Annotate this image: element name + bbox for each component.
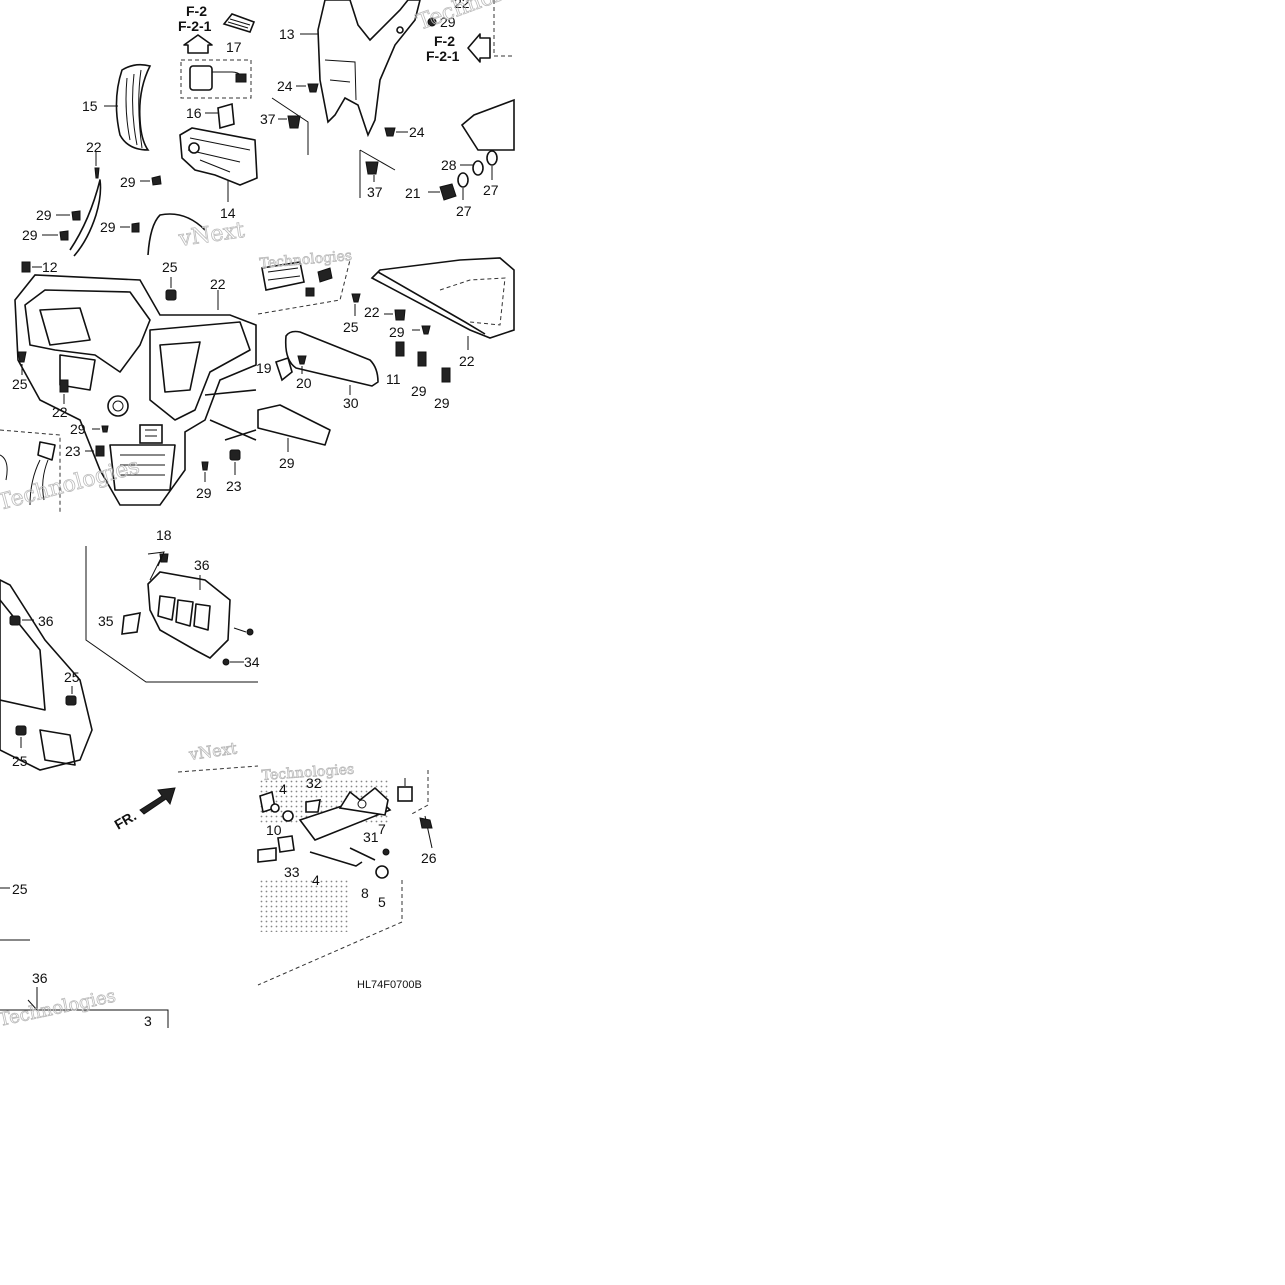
callout-12: 22	[210, 276, 226, 292]
callout-25: 36	[38, 613, 54, 629]
panel-partial	[460, 98, 515, 151]
ref-label-bottom: F-2-1	[426, 48, 460, 64]
callout-29: 23	[65, 443, 81, 459]
callout-22: 22	[454, 0, 470, 11]
callout-18: 29	[279, 455, 295, 471]
watermark-text: vNext	[187, 738, 239, 764]
callout-11: 30	[343, 395, 359, 411]
callout-25: 23	[226, 478, 242, 494]
callout-33: 26	[421, 850, 437, 866]
connector-detail-box	[180, 59, 252, 99]
housing-14	[179, 127, 258, 186]
callout-35: 36	[194, 557, 210, 573]
callout-29: 11	[386, 371, 401, 387]
watermark-text: Technologies	[414, 0, 559, 36]
callout-16: 16	[186, 105, 202, 121]
callout-10: 32	[306, 775, 322, 791]
watermark-text: vNext	[176, 218, 246, 252]
callout-30: 20	[296, 375, 312, 391]
tile-bottom-left: FR. vNext 25 36 3 Technologies	[0, 738, 259, 1031]
ref-label-bottom: F-2-1	[178, 18, 212, 34]
callout-29: 29	[36, 207, 52, 223]
callout-4: 3	[144, 1013, 152, 1029]
callout-22: 22	[86, 139, 102, 155]
callout-25: 12	[42, 259, 58, 275]
callout-6: 5	[378, 894, 386, 910]
switch-17	[222, 13, 256, 33]
reference-arrow-left: F-2 F-2-1	[426, 33, 491, 64]
callout-36: 18	[156, 527, 172, 543]
watermark-text: Technologies	[0, 986, 118, 1031]
callout-29: 29	[411, 383, 427, 399]
callout-28: 28	[441, 157, 457, 173]
reference-arrow-up: F-2 F-2-1	[178, 3, 213, 54]
callout-21: 21	[405, 185, 421, 201]
callout-22: 29	[389, 324, 405, 340]
diagram-code: HL74F0700B	[357, 979, 422, 991]
ref-label-top: F-2	[434, 33, 455, 49]
callout-14: 14	[220, 205, 236, 221]
front-arrow	[139, 787, 176, 815]
callout-29: 29	[120, 174, 136, 190]
tile-middle-right: 25 22 29 22 19 20 30 11 29 29 29 Technol…	[256, 248, 515, 471]
tile-upper-right: F-2 F-2-1 22 29 13 24 24 37 37 21 28 27 …	[260, 0, 559, 219]
pad-34	[121, 612, 141, 635]
vent-35	[147, 571, 231, 659]
callout-34: 35	[98, 613, 114, 629]
callout-36: 25	[12, 881, 28, 897]
callout-36: 34	[244, 654, 260, 670]
clip-16	[217, 102, 235, 130]
callout-29: 22	[364, 304, 380, 320]
callout-17: 17	[226, 39, 242, 55]
callout-22: 25	[12, 376, 28, 392]
callout-27: 27	[456, 203, 472, 219]
callout-25: 25	[12, 753, 28, 769]
callout-32: 4	[279, 781, 287, 797]
callout-29: 22	[52, 404, 68, 420]
tile-lower-left: 18 36 35 34 36 25 25	[0, 527, 260, 771]
callout-5: 8	[361, 885, 369, 901]
callout-8: 4	[312, 872, 320, 888]
callout-29: 29	[100, 219, 116, 235]
cover-13	[317, 0, 421, 138]
callout-31: 10	[266, 822, 282, 838]
trim-15	[115, 63, 152, 151]
callout-4: 33	[284, 864, 300, 880]
callout-15: 15	[82, 98, 98, 114]
callout-29: 29	[440, 14, 456, 30]
callout-23: 29	[70, 421, 86, 437]
callout-24: 24	[277, 78, 293, 94]
callout-20: 19	[256, 360, 272, 376]
front-label: FR.	[112, 807, 140, 832]
tile-upper-left: F-2 F-2-1	[22, 3, 258, 257]
glovebox-19	[370, 257, 515, 339]
callout-19: 22	[459, 353, 475, 369]
callout-23: 29	[196, 485, 212, 501]
callout-25: 25	[64, 669, 80, 685]
tile-bottom-right: 4 32 10 31 7 26 33 4 8 5 HL74F0700B Tech…	[257, 761, 437, 991]
tile-middle-left: 12 25 22 25 22 29 23 29 23 Technologies	[0, 259, 257, 516]
tray-18	[257, 404, 331, 446]
callout-22: 25	[343, 319, 359, 335]
callout-26: 7	[378, 821, 386, 837]
callout-7: 31	[363, 829, 379, 845]
callout-13: 13	[279, 26, 295, 42]
callout-37: 37	[367, 184, 383, 200]
callout-24: 24	[409, 124, 425, 140]
watermark-text: Technologies	[259, 248, 353, 272]
callout-25: 25	[162, 259, 178, 275]
callout-29: 29	[434, 395, 450, 411]
callout-3: 36	[32, 970, 48, 986]
ref-label-top: F-2	[186, 3, 207, 19]
callout-27: 27	[483, 182, 499, 198]
dashboard-12	[14, 274, 257, 506]
watermark-text: Technologies	[261, 762, 355, 784]
callout-29: 29	[22, 227, 38, 243]
callout-37: 37	[260, 111, 276, 127]
